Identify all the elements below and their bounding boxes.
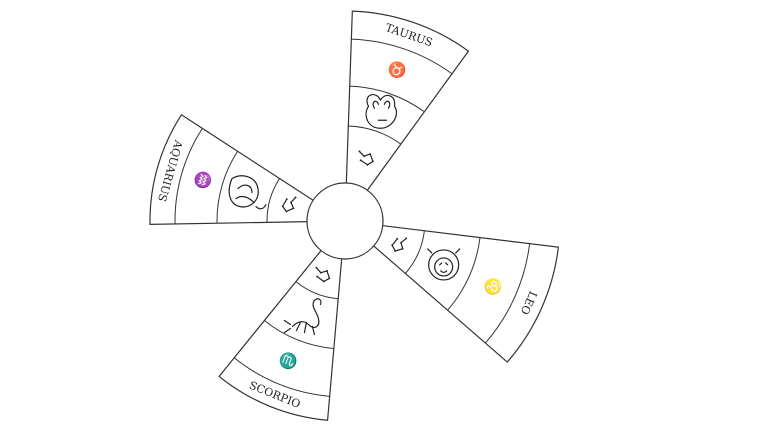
band-divider — [264, 320, 334, 350]
band-divider — [484, 243, 531, 344]
band-divider — [348, 125, 402, 145]
band-divider — [216, 151, 239, 224]
taurus-constellation-icon — [358, 150, 374, 166]
band-divider — [447, 237, 481, 311]
scorpio-constellation-icon — [315, 266, 331, 283]
band-divider — [174, 128, 203, 224]
band-divider — [351, 38, 453, 75]
zodiac-symbol-taurus: ♉ — [385, 59, 409, 82]
leo-constellation-icon — [391, 237, 408, 252]
sector-leo: LEO♌ — [371, 224, 560, 363]
band-divider — [349, 85, 425, 113]
sector-aquarius: AQUARIUS♒ — [149, 113, 316, 226]
scorpion-icon — [283, 298, 322, 336]
water-bearer-icon — [228, 175, 267, 210]
band-divider — [404, 230, 425, 274]
center-circle — [306, 182, 384, 260]
lion-head-icon — [427, 248, 461, 281]
sectors-layer: TAURUS♉ AQUARIUS♒ LEO♌SCORPIO♏ — [149, 10, 560, 421]
sector-outline — [149, 113, 316, 226]
sector-scorpio: SCORPIO♏ — [218, 248, 343, 421]
band-divider — [233, 357, 330, 397]
band-divider — [266, 178, 281, 223]
sector-outline — [371, 224, 560, 363]
bull-head-icon — [365, 94, 398, 129]
aquarius-constellation-icon — [281, 196, 297, 213]
zodiac-symbol-scorpio: ♏ — [276, 349, 300, 373]
band-divider — [295, 281, 339, 300]
zodiac-symbol-aquarius: ♒ — [192, 169, 214, 192]
sector-taurus: TAURUS♉ — [345, 10, 470, 193]
